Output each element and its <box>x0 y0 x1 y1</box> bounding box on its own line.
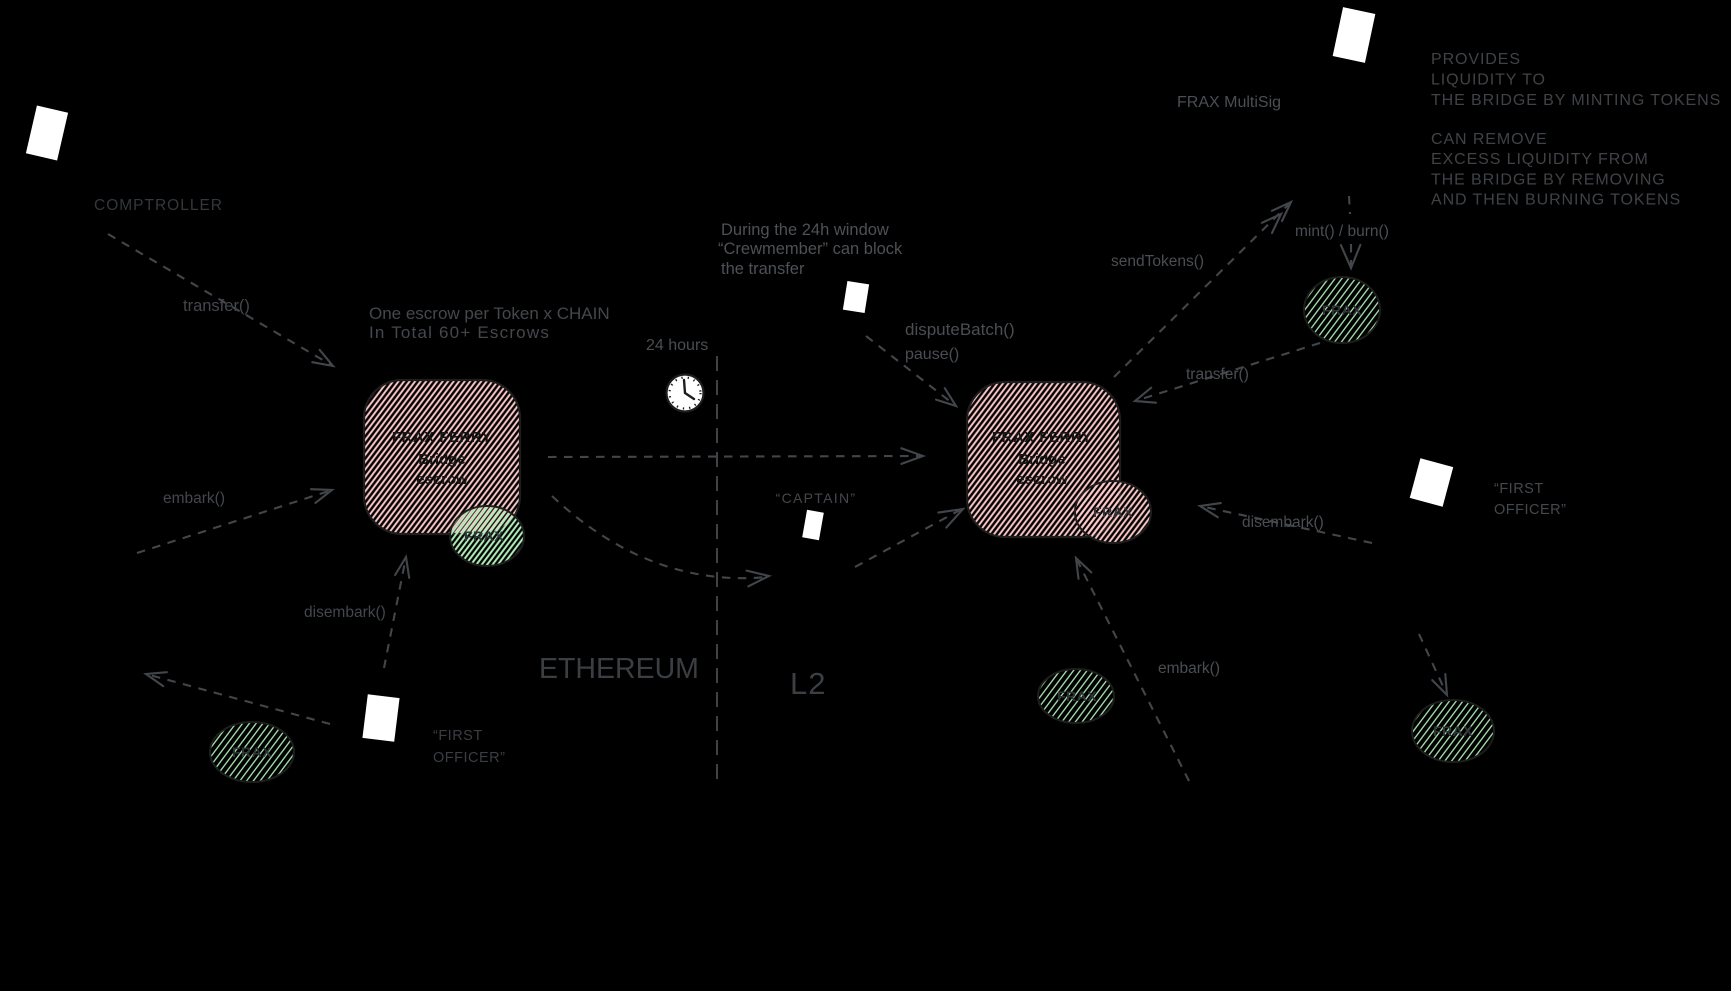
svg-text:transfer(): transfer() <box>1186 366 1249 383</box>
svg-text:“FIRST: “FIRST <box>433 728 483 744</box>
svg-text:sendTokens(): sendTokens() <box>1111 253 1204 270</box>
svg-text:AND THEN BURNING TOKENS: AND THEN BURNING TOKENS <box>1431 192 1681 209</box>
svg-text:OFFICER”: OFFICER” <box>1494 502 1566 518</box>
svg-text:THE BRIDGE BY MINTING TOKENS: THE BRIDGE BY MINTING TOKENS <box>1431 92 1721 109</box>
svg-text:FRAX: FRAX <box>1093 504 1133 520</box>
svg-text:FRAX: FRAX <box>464 528 504 544</box>
svg-text:COMPTROLLER: COMPTROLLER <box>94 197 223 214</box>
svg-text:FRAX FERRY: FRAX FERRY <box>392 429 492 446</box>
svg-text:FRAX FERRY: FRAX FERRY <box>992 429 1092 446</box>
svg-text:During the 24h window: During the 24h window <box>721 221 889 239</box>
svg-text:CAN REMOVE: CAN REMOVE <box>1431 131 1548 148</box>
svg-text:“FIRST: “FIRST <box>1494 481 1544 497</box>
svg-text:pause(): pause() <box>905 346 959 363</box>
svg-text:escrow: escrow <box>416 471 468 488</box>
svg-text:EXCESS LIQUIDITY FROM: EXCESS LIQUIDITY FROM <box>1431 151 1649 168</box>
svg-text:escrow: escrow <box>1016 471 1068 488</box>
svg-text:FRAX MultiSig: FRAX MultiSig <box>1177 94 1281 111</box>
svg-text:disembark(): disembark() <box>304 604 386 621</box>
svg-text:disputeBatch(): disputeBatch() <box>905 320 1015 339</box>
svg-text:mint() / burn(): mint() / burn() <box>1295 223 1389 240</box>
svg-text:OFFICER”: OFFICER” <box>433 750 505 766</box>
svg-text:disembark(): disembark() <box>1242 514 1324 531</box>
svg-text:ETHEREUM: ETHEREUM <box>539 653 699 685</box>
svg-text:transfer(): transfer() <box>183 297 250 315</box>
svg-text:“CAPTAIN”: “CAPTAIN” <box>776 490 857 506</box>
svg-text:embark(): embark() <box>1158 660 1220 677</box>
svg-text:L2: L2 <box>790 666 826 701</box>
svg-text:One escrow per Token x CHAIN: One escrow per Token x CHAIN <box>369 304 610 323</box>
svg-text:embark(): embark() <box>163 490 225 507</box>
svg-text:FRAX: FRAX <box>1433 723 1473 739</box>
svg-text:In Total 60+ Escrows: In Total 60+ Escrows <box>369 323 550 342</box>
svg-text:FRAX: FRAX <box>232 744 272 760</box>
svg-text:PROVIDES: PROVIDES <box>1431 51 1521 68</box>
svg-text:THE BRIDGE BY REMOVING: THE BRIDGE BY REMOVING <box>1431 171 1666 188</box>
svg-text:24 hours: 24 hours <box>646 337 708 354</box>
svg-text:FRAX: FRAX <box>1322 302 1362 318</box>
svg-text:the transfer: the transfer <box>721 260 805 278</box>
svg-text:Bridge: Bridge <box>418 451 466 468</box>
svg-text:Bridge: Bridge <box>1018 451 1066 468</box>
svg-text:“Crewmember” can block: “Crewmember” can block <box>718 240 903 258</box>
svg-text:LIQUIDITY TO: LIQUIDITY TO <box>1431 71 1546 88</box>
svg-text:FRAX: FRAX <box>1057 688 1097 704</box>
